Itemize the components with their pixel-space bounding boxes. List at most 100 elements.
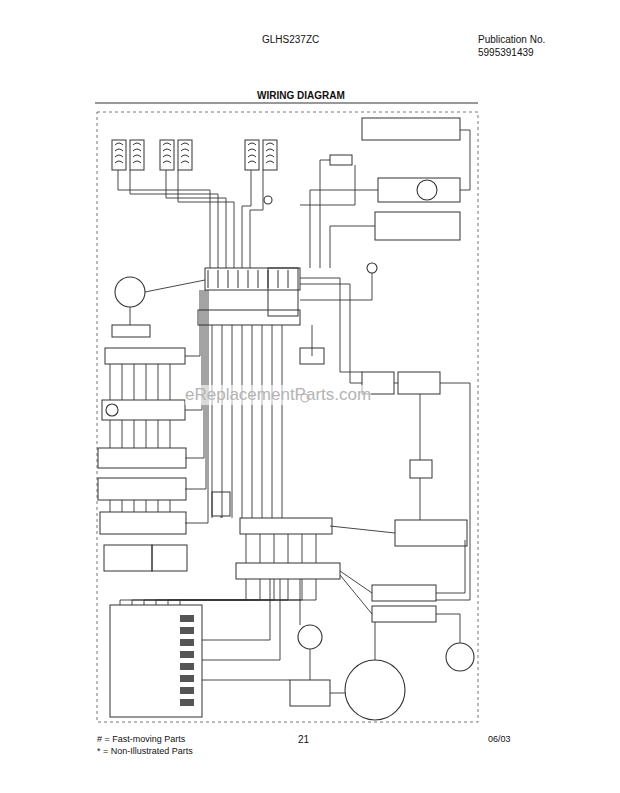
- component-block: [398, 372, 440, 394]
- wire: [420, 394, 421, 460]
- wire: [122, 500, 123, 512]
- wire: [110, 420, 111, 448]
- wire: [178, 170, 234, 268]
- wire: [158, 364, 159, 400]
- coil-winding: [163, 155, 171, 157]
- wire: [122, 420, 123, 448]
- wire: [122, 364, 123, 400]
- wire: [185, 290, 200, 356]
- wire: [312, 325, 313, 356]
- wire: [320, 160, 330, 268]
- coil-winding: [266, 155, 274, 157]
- wire: [202, 680, 290, 681]
- wire: [202, 579, 280, 660]
- page-note: Publication No.: [478, 34, 545, 46]
- wire: [110, 500, 111, 512]
- wire: [221, 516, 222, 518]
- wire: [145, 280, 205, 292]
- wire: [110, 364, 111, 400]
- component-block: [105, 348, 185, 364]
- component-block: [98, 448, 186, 468]
- wire: [262, 325, 263, 518]
- component-block: [98, 478, 186, 500]
- coil-winding: [266, 143, 274, 145]
- motor-symbol: [106, 404, 118, 416]
- coil-symbol: [178, 140, 192, 170]
- coil-symbol: [160, 140, 174, 170]
- coil-winding: [163, 149, 171, 151]
- wire: [170, 500, 171, 512]
- coil-winding: [248, 143, 256, 145]
- terminal: [180, 651, 194, 658]
- diagram-title: WIRING DIAGRAM: [257, 90, 345, 102]
- wire: [185, 290, 204, 458]
- terminal: [180, 639, 194, 646]
- wire: [300, 165, 355, 205]
- component-block: [112, 325, 150, 337]
- wire: [300, 278, 362, 372]
- component-block: [205, 268, 300, 290]
- wire: [120, 579, 246, 605]
- wire: [212, 325, 213, 518]
- coil-winding: [248, 155, 256, 157]
- component-block: [410, 460, 432, 478]
- component-block: [102, 400, 185, 420]
- connector-pin: [238, 270, 239, 288]
- wire: [460, 130, 470, 190]
- motor-symbol: [367, 263, 377, 273]
- terminal: [180, 699, 194, 706]
- component-block: [375, 212, 460, 240]
- coil-winding: [133, 143, 141, 145]
- wire: [316, 534, 317, 563]
- coil-winding: [163, 161, 171, 163]
- motor-symbol: [264, 196, 272, 204]
- wire: [158, 500, 159, 512]
- component-block: [330, 155, 352, 165]
- page-note: * = Non-Illustrated Parts: [97, 746, 193, 756]
- component-block: [362, 118, 460, 140]
- wire: [158, 420, 159, 448]
- component-block: [290, 680, 330, 706]
- coil-winding: [163, 143, 171, 145]
- connector-pin: [248, 270, 249, 288]
- component-block: [372, 606, 436, 622]
- terminal: [180, 615, 194, 622]
- coil-winding: [115, 143, 123, 145]
- motor-symbol: [446, 643, 474, 671]
- header-rule: [95, 102, 478, 103]
- connector-pin: [208, 270, 209, 288]
- coil-winding: [181, 143, 189, 145]
- wire: [130, 170, 218, 268]
- wire: [146, 500, 147, 512]
- wire: [170, 364, 171, 400]
- wire: [146, 364, 147, 400]
- wire: [288, 534, 289, 563]
- terminal: [180, 627, 194, 634]
- wire: [340, 575, 372, 614]
- wire: [260, 534, 261, 563]
- wire: [436, 540, 465, 593]
- motor-symbol: [115, 277, 145, 307]
- wire: [166, 170, 226, 268]
- component-block: [236, 563, 340, 579]
- coil-winding: [115, 149, 123, 151]
- wire: [394, 383, 398, 384]
- wire: [156, 579, 288, 605]
- wire: [134, 364, 135, 400]
- coil-winding: [248, 161, 256, 163]
- component-block: [268, 268, 298, 316]
- watermark: eReplacementParts.com: [185, 385, 371, 405]
- frame: [97, 112, 478, 722]
- coil-winding: [181, 149, 189, 151]
- motor-symbol: [417, 180, 437, 200]
- terminal: [180, 663, 194, 670]
- wire: [132, 579, 260, 605]
- connector-pin: [218, 270, 219, 288]
- connector-pin: [278, 270, 279, 288]
- coil-symbol: [245, 140, 259, 170]
- component-block: [100, 512, 186, 534]
- wire: [420, 478, 421, 520]
- wire: [180, 579, 316, 605]
- wire: [146, 420, 147, 448]
- coil-winding: [133, 149, 141, 151]
